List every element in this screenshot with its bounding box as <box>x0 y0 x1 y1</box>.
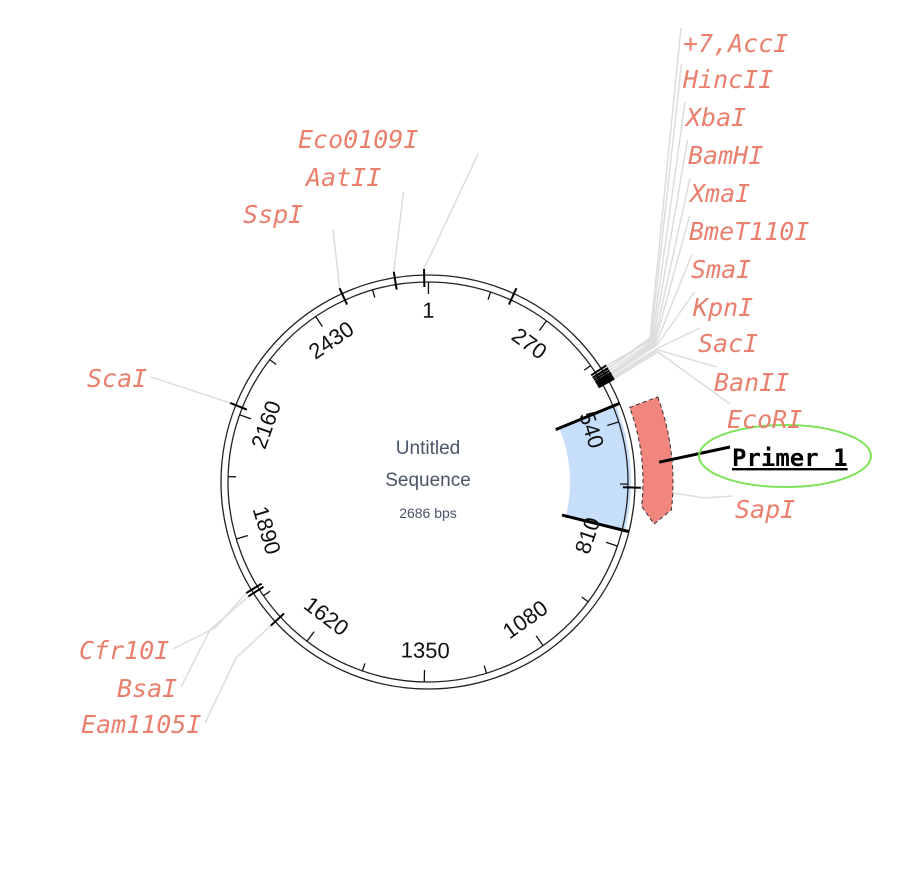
cut-site[interactable] <box>338 287 348 306</box>
enzyme-label[interactable]: BmeT110I <box>689 217 809 246</box>
index-label: 1350 <box>401 637 450 663</box>
enzyme-leader <box>605 101 686 367</box>
enzyme-label[interactable]: Cfr10I <box>79 636 169 665</box>
cut-site[interactable] <box>245 582 263 594</box>
primer-annotation[interactable] <box>628 396 674 525</box>
enzyme-label[interactable]: XbaI <box>684 103 746 132</box>
tick-mark <box>371 289 376 298</box>
sequence-name-line2: Sequence <box>385 470 471 491</box>
enzyme-leader <box>423 153 479 270</box>
index-label: 1 <box>422 298 434 323</box>
cut-site[interactable] <box>592 367 609 379</box>
enzyme-label[interactable]: SapI <box>735 495 795 524</box>
enzyme-label[interactable]: BanII <box>714 368 789 397</box>
enzyme-leader <box>607 63 683 370</box>
enzyme-leader <box>611 291 696 376</box>
enzyme-leader <box>172 592 247 650</box>
enzyme-label[interactable]: BsaI <box>117 674 177 703</box>
tick-mark <box>315 316 323 327</box>
primer-leader-line <box>658 445 731 464</box>
cut-site[interactable] <box>598 377 615 389</box>
index-label: 2160 <box>246 397 286 451</box>
enzyme-leader <box>204 625 272 724</box>
primer-label[interactable]: Primer 1 <box>732 444 848 472</box>
backbone-outer-circle <box>220 274 636 690</box>
cut-site[interactable] <box>247 585 265 598</box>
enzyme-label[interactable]: AatII <box>304 163 381 192</box>
tick-mark <box>583 365 592 371</box>
enzyme-label[interactable]: XmaI <box>688 179 750 208</box>
index-label: 270 <box>507 323 551 365</box>
tick-mark <box>269 359 277 366</box>
enzyme-leader <box>609 139 689 372</box>
enzyme-label[interactable]: Eco0109I <box>298 125 418 154</box>
enzyme-label[interactable]: SmaI <box>691 255 751 284</box>
tick-mark <box>306 631 315 642</box>
cut-site[interactable] <box>597 376 615 388</box>
enzyme-label[interactable]: BamHI <box>688 141 763 170</box>
tick-mark <box>483 665 488 674</box>
primer-highlight-ellipse <box>698 424 872 488</box>
tick-mark <box>535 635 544 646</box>
enzyme-leader <box>613 351 731 405</box>
cut-sites <box>229 269 641 627</box>
tick-mark <box>263 590 271 597</box>
index-label: 1890 <box>248 503 286 557</box>
index-label: 2430 <box>304 316 359 364</box>
tick-mark <box>581 596 589 603</box>
enzyme-label[interactable]: HincII <box>682 65 773 94</box>
index-label: 1080 <box>498 595 552 644</box>
enzyme-leader <box>607 27 682 369</box>
selection-boundary <box>561 513 630 534</box>
tick-mark <box>607 421 619 427</box>
enzyme-leader <box>332 228 341 289</box>
index-label: 1620 <box>299 591 353 640</box>
tick-mark <box>538 320 547 331</box>
enzyme-leader-lines <box>150 27 734 724</box>
tick-mark <box>605 541 618 547</box>
cut-site[interactable] <box>508 287 518 306</box>
enzyme-leader <box>612 327 701 378</box>
tick-mark <box>239 414 252 420</box>
enzyme-label[interactable]: SacI <box>698 329 758 358</box>
enzyme-label[interactable]: KpnI <box>692 293 753 322</box>
cut-site[interactable] <box>595 373 613 385</box>
enzyme-label[interactable]: EcoRI <box>727 405 802 434</box>
index-label: 810 <box>570 514 605 557</box>
cut-site[interactable] <box>392 271 398 290</box>
cut-site[interactable] <box>590 364 607 377</box>
sequence-name-line1: Untitled <box>396 438 460 459</box>
selection-region[interactable] <box>559 404 631 531</box>
enzyme-leader <box>150 376 231 404</box>
tick-mark <box>236 534 248 540</box>
enzyme-leader <box>180 595 249 688</box>
cut-site[interactable] <box>595 372 612 384</box>
enzyme-label[interactable]: +7,AccI <box>683 29 788 58</box>
enzyme-leader <box>393 191 405 272</box>
cut-site[interactable] <box>229 402 248 411</box>
tick-mark <box>361 663 366 672</box>
enzyme-label[interactable]: Eam1105I <box>81 710 201 739</box>
selection-boundary <box>555 402 621 431</box>
sequence-length: 2686 bps <box>399 505 457 521</box>
cut-site[interactable] <box>270 612 285 627</box>
enzyme-leader <box>610 253 693 375</box>
enzyme-leader <box>613 349 717 379</box>
tick-mark <box>487 291 492 300</box>
enzyme-label[interactable]: SspI <box>243 200 303 229</box>
enzyme-label[interactable]: ScaI <box>87 364 147 393</box>
enzyme-leader <box>610 215 691 374</box>
cut-site[interactable] <box>593 369 611 381</box>
